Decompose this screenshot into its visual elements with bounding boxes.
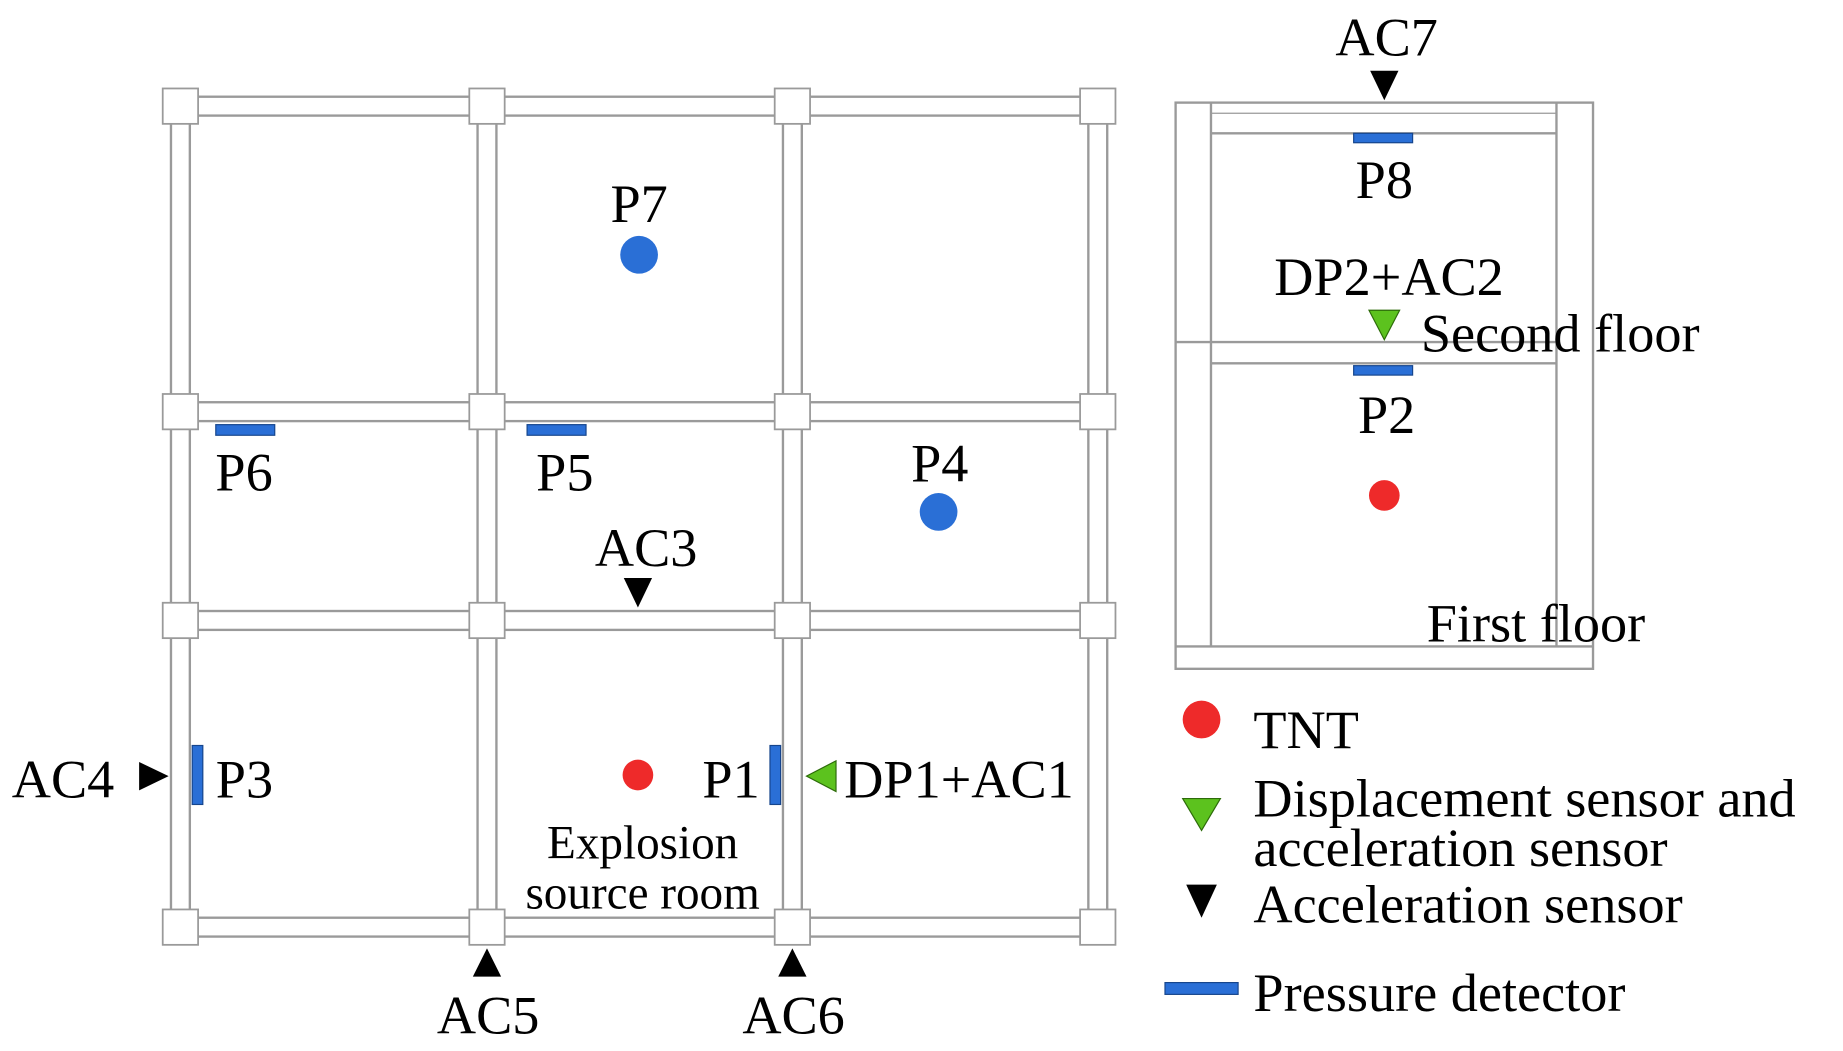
label-ac3: AC3 [595, 518, 697, 578]
label-ac7: AC7 [1335, 7, 1437, 67]
plan-beam [179, 916, 1099, 938]
column-node [468, 393, 506, 431]
acceleration-sensor-ac6-icon [778, 948, 807, 977]
legend: TNT Displacement sensor and acceleration… [1164, 700, 1796, 1023]
column-node [773, 908, 811, 946]
pressure-detector-p6 [215, 424, 276, 436]
label-p6: P6 [215, 443, 272, 503]
column-node [468, 601, 506, 640]
legend-label-pressure: Pressure detector [1253, 963, 1625, 1023]
red-circle-icon [1182, 700, 1221, 739]
pressure-detector-p1 [769, 744, 782, 806]
label-p4: P4 [911, 433, 968, 493]
plan-beam [179, 401, 1099, 423]
label-ac6: AC6 [742, 985, 844, 1045]
column-node [161, 908, 199, 946]
label-p7: P7 [610, 174, 667, 234]
tnt-charge-icon [1368, 480, 1400, 511]
column-node [1079, 393, 1117, 431]
plan-beam [179, 609, 1099, 632]
label-dp1-ac1: DP1+AC1 [844, 749, 1074, 809]
pressure-detector-p2 [1353, 365, 1414, 376]
pressure-detector-p3 [191, 744, 204, 806]
pressure-detector-p8 [1353, 132, 1414, 144]
label-room-line1: Explosion [547, 818, 738, 870]
column-node [1079, 908, 1117, 946]
column-node [773, 601, 811, 640]
legend-label-displacement-2: acceleration sensor [1253, 818, 1667, 878]
label-p3: P3 [216, 749, 273, 809]
pressure-point-p4-icon [919, 493, 958, 531]
label-ac5: AC5 [437, 985, 539, 1045]
elevation-view: AC7 P8 DP2+AC2 Second floor P2 First flo… [1174, 7, 1700, 670]
label-dp2-ac2: DP2+AC2 [1274, 247, 1504, 307]
label-first-floor: First floor [1427, 594, 1645, 654]
column-node [161, 601, 199, 640]
column-node [773, 393, 811, 431]
pressure-detector-p5 [526, 424, 587, 436]
legend-label-displacement: Displacement sensor and [1253, 768, 1795, 828]
acceleration-sensor-ac5-icon [472, 948, 502, 977]
label-ac4: AC4 [12, 749, 114, 809]
plan-column-line [476, 104, 498, 929]
column-node [161, 393, 199, 431]
acceleration-sensor-ac4-icon [139, 762, 169, 791]
label-room-line2: source room [525, 867, 759, 919]
plan-beam [179, 95, 1099, 117]
acceleration-sensor-ac3-icon [623, 577, 653, 608]
legend-label-tnt: TNT [1253, 700, 1358, 760]
label-p2: P2 [1358, 385, 1415, 445]
legend-label-acceleration: Acceleration sensor [1253, 874, 1682, 934]
column-node [1079, 601, 1117, 640]
label-second-floor: Second floor [1421, 304, 1700, 364]
plan-column-line [169, 104, 192, 929]
column-node [468, 87, 506, 125]
label-p5: P5 [536, 443, 593, 503]
plan-column-line [1087, 104, 1109, 929]
black-down-triangle-icon [1186, 884, 1217, 918]
displacement-sensor-icon [1368, 309, 1401, 341]
acceleration-sensor-icon [1370, 70, 1399, 101]
elevation-frame [1174, 101, 1595, 670]
column-node [773, 87, 811, 125]
blue-bar-icon [1164, 981, 1239, 995]
displacement-sensor-dp1-icon [805, 759, 837, 793]
label-p8: P8 [1356, 150, 1413, 210]
column-node [1079, 87, 1117, 125]
label-p1: P1 [702, 749, 759, 809]
tnt-charge-icon [622, 759, 654, 791]
column-node [161, 87, 199, 125]
plan-column-line [781, 104, 803, 929]
green-down-triangle-icon [1181, 797, 1222, 832]
column-node [468, 908, 506, 946]
pressure-point-p7-icon [620, 235, 658, 274]
